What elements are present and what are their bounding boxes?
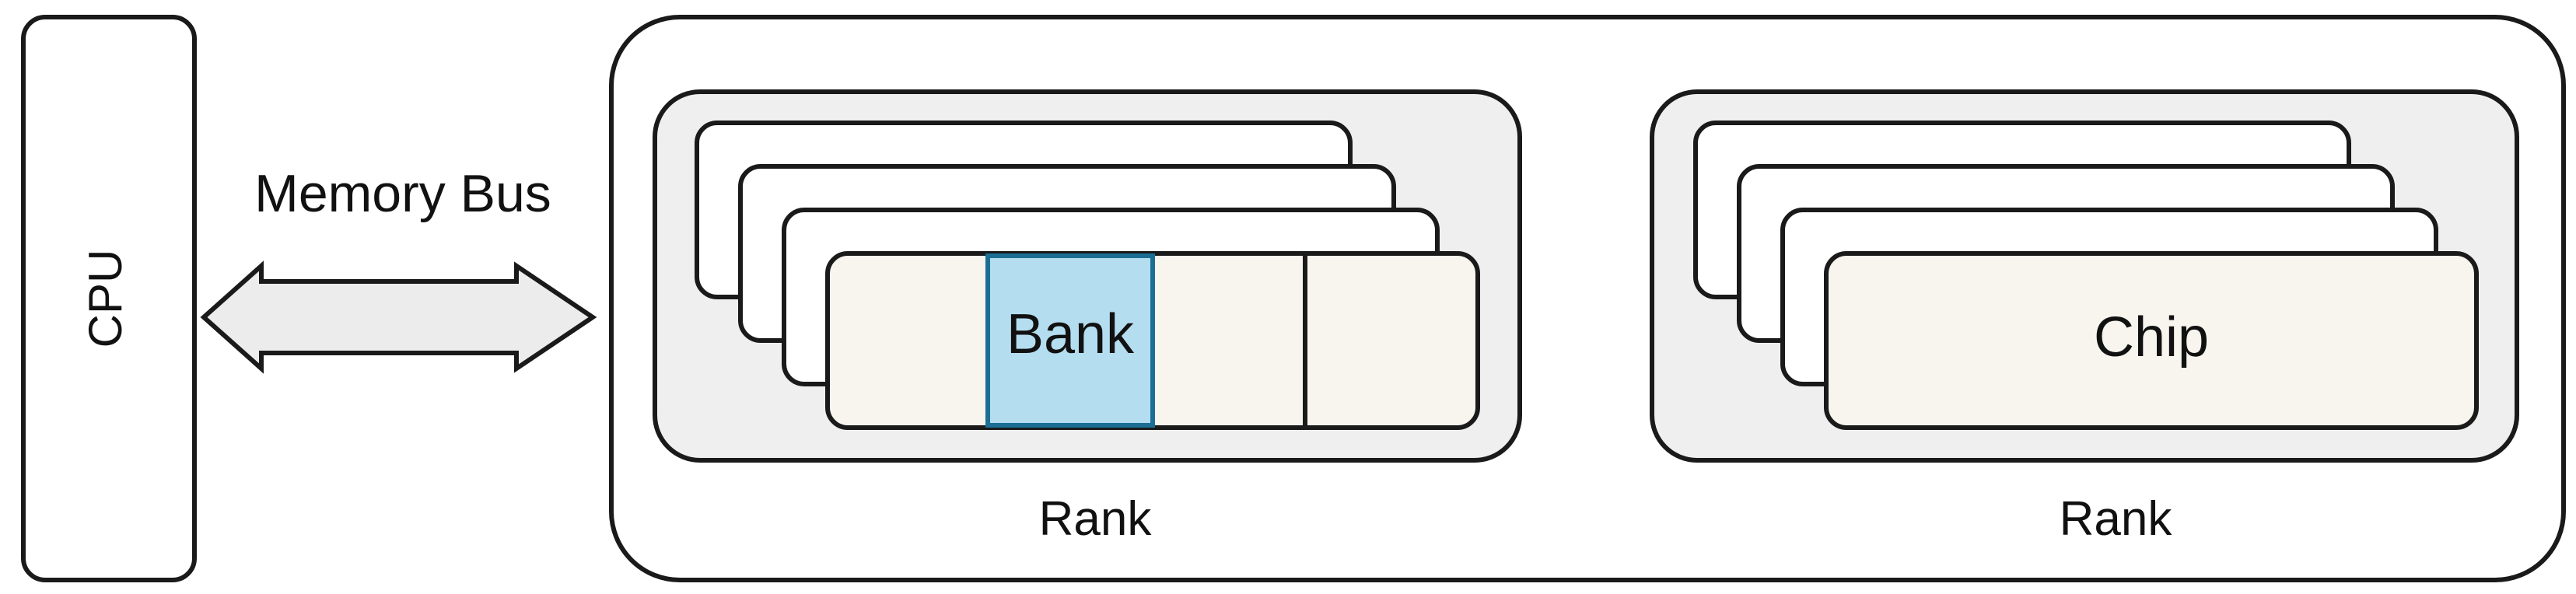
bank-cell (985, 253, 1155, 428)
chip-front (1824, 251, 2479, 430)
cpu-box (21, 15, 197, 582)
rank-2-label: Rank (2060, 492, 2173, 546)
chip-label: Chip (2094, 306, 2209, 369)
double-arrow-icon (200, 260, 597, 374)
rank-2: Chip Rank (1650, 89, 2519, 546)
bank-label: Bank (1006, 303, 1135, 365)
rank-1: Bank Rank (653, 89, 1522, 546)
cpu-label: CPU (79, 250, 131, 348)
rank-1-label: Rank (1039, 492, 1153, 546)
memory-bus-label: Memory Bus (254, 164, 551, 223)
memory-bus: Memory Bus (200, 164, 597, 374)
cpu-block: CPU (21, 15, 197, 582)
